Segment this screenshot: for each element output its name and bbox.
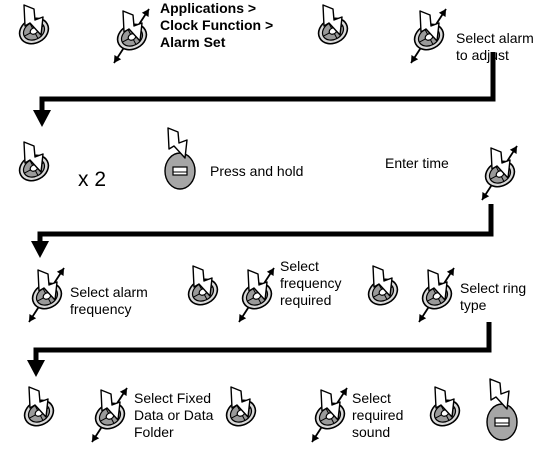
step-label-select-alarm-frequency: Select alarm frequency [70,284,148,317]
navigation-key-press-icon [428,386,462,435]
step-label-select-frequency-required: Select frequency required [280,258,342,308]
soft-key-press-icon [482,378,522,447]
soft-key-press-icon [160,127,200,196]
flow-arrowhead-icon [33,110,51,127]
step-label-press-and-hold: Press and hold [210,163,304,179]
navigation-key-scroll-icon [232,260,282,335]
navigation-key-scroll-icon [107,1,157,76]
navigation-key-press-icon [366,265,400,314]
step-label-applications-menu: Applications > Clock Function > Alarm Se… [160,0,274,50]
step-label-select-fixed-data: Select Fixed Data or Data Folder [134,390,214,440]
step-label-select-alarm: Select alarm to adjust [456,30,534,63]
step-label-select-ring-type: Select ring type [460,280,527,313]
step-label-select-required-sound: Select required sound [352,390,404,440]
flow-arrowhead-icon [31,241,49,258]
flow-arrowhead-icon [27,360,45,377]
navigation-key-scroll-icon [475,138,525,213]
navigation-key-scroll-icon [305,380,355,455]
navigation-key-scroll-icon [404,1,454,76]
step-label-times-two: x 2 [78,168,107,191]
navigation-key-scroll-icon [85,380,135,455]
step-label-enter-time: Enter time [385,155,449,171]
navigation-key-press-icon [17,141,51,190]
navigation-key-press-icon [316,4,350,53]
flow-connector-row1-to-row2 [39,52,496,112]
flow-connector-row3-to-row4 [33,322,492,362]
navigation-key-scroll-icon [22,260,72,335]
navigation-key-scroll-icon [412,260,462,335]
navigation-key-press-icon [186,265,220,314]
navigation-key-press-icon [22,386,56,435]
flow-connector-row2-to-row3 [37,204,494,243]
navigation-key-press-icon [17,4,51,53]
navigation-key-press-icon [224,386,258,435]
